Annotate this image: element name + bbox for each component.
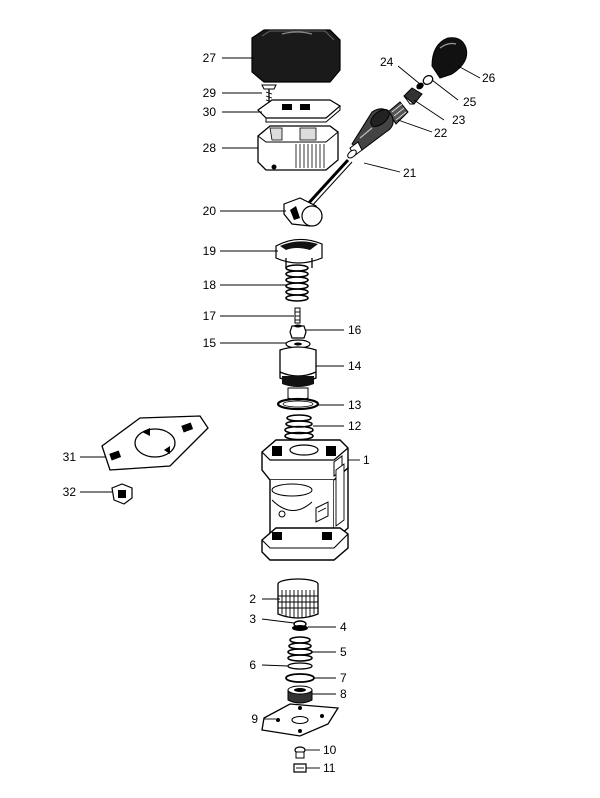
part-15-plunger — [285, 339, 311, 349]
part-31-gasket — [101, 415, 209, 471]
label-part-24: 24 — [380, 55, 394, 69]
label-part-32: 32 — [63, 485, 77, 499]
part-20-ball-end — [283, 197, 323, 227]
label-part-20: 20 — [203, 204, 217, 218]
label-part-22: 22 — [434, 126, 448, 140]
part-26-knob — [431, 37, 468, 79]
part-24-ring — [416, 82, 424, 90]
label-part-10: 10 — [323, 743, 337, 757]
label-part-2: 2 — [249, 592, 256, 606]
label-part-23: 23 — [452, 113, 466, 127]
label-part-18: 18 — [203, 278, 217, 292]
label-part-4: 4 — [340, 620, 347, 634]
part-1-housing — [261, 439, 349, 561]
part-2-filter — [277, 578, 319, 619]
label-part-13: 13 — [348, 398, 362, 412]
part-8-valve-seat — [287, 685, 313, 704]
part-17-pin — [294, 307, 301, 324]
label-part-30: 30 — [203, 105, 217, 119]
part-19-cup — [275, 238, 323, 268]
label-part-6: 6 — [249, 658, 256, 672]
part-25-ring — [422, 75, 434, 85]
part-21-lever-boot — [304, 108, 394, 209]
label-part-16: 16 — [348, 323, 362, 337]
label-part-26: 26 — [482, 71, 496, 85]
part-9-base-plate — [261, 703, 340, 737]
label-part-11: 11 — [323, 761, 336, 775]
part-7-o-ring — [285, 673, 315, 683]
label-part-14: 14 — [348, 359, 362, 373]
part-23-nut — [403, 87, 423, 105]
part-32-clip — [111, 483, 133, 505]
label-part-17: 17 — [203, 309, 217, 323]
label-part-12: 12 — [348, 419, 362, 433]
label-part-5: 5 — [340, 645, 347, 659]
part-16-nut — [289, 324, 307, 339]
part-30-plate — [257, 99, 342, 123]
part-number-labels: 27 29 30 28 20 19 18 17 15 16 14 13 12 1… — [63, 51, 496, 775]
part-10-washer — [294, 746, 306, 759]
part-12-spring — [284, 414, 314, 441]
label-part-27: 27 — [203, 51, 217, 65]
part-27-cover — [251, 29, 341, 83]
label-part-15: 15 — [203, 336, 217, 350]
label-part-21: 21 — [403, 166, 417, 180]
part-18-spring — [285, 264, 309, 302]
leader-lines — [80, 57, 481, 769]
part-14-valve-body — [279, 346, 317, 401]
label-part-31: 31 — [63, 450, 77, 464]
part-4-washer — [292, 625, 308, 631]
part-6-washer — [287, 662, 313, 670]
part-11-screw — [293, 763, 307, 773]
label-part-19: 19 — [203, 244, 217, 258]
label-part-1: 1 — [363, 453, 370, 467]
part-29-screw — [261, 84, 277, 103]
label-part-25: 25 — [463, 95, 477, 109]
label-part-7: 7 — [340, 671, 347, 685]
part-28-gate-block — [257, 125, 339, 171]
label-part-9: 9 — [251, 712, 258, 726]
label-part-3: 3 — [249, 612, 256, 626]
part-5-spring — [287, 636, 313, 662]
label-part-29: 29 — [203, 86, 217, 100]
label-part-28: 28 — [203, 141, 217, 155]
part-13-o-ring — [276, 397, 320, 411]
label-part-8: 8 — [340, 687, 347, 701]
